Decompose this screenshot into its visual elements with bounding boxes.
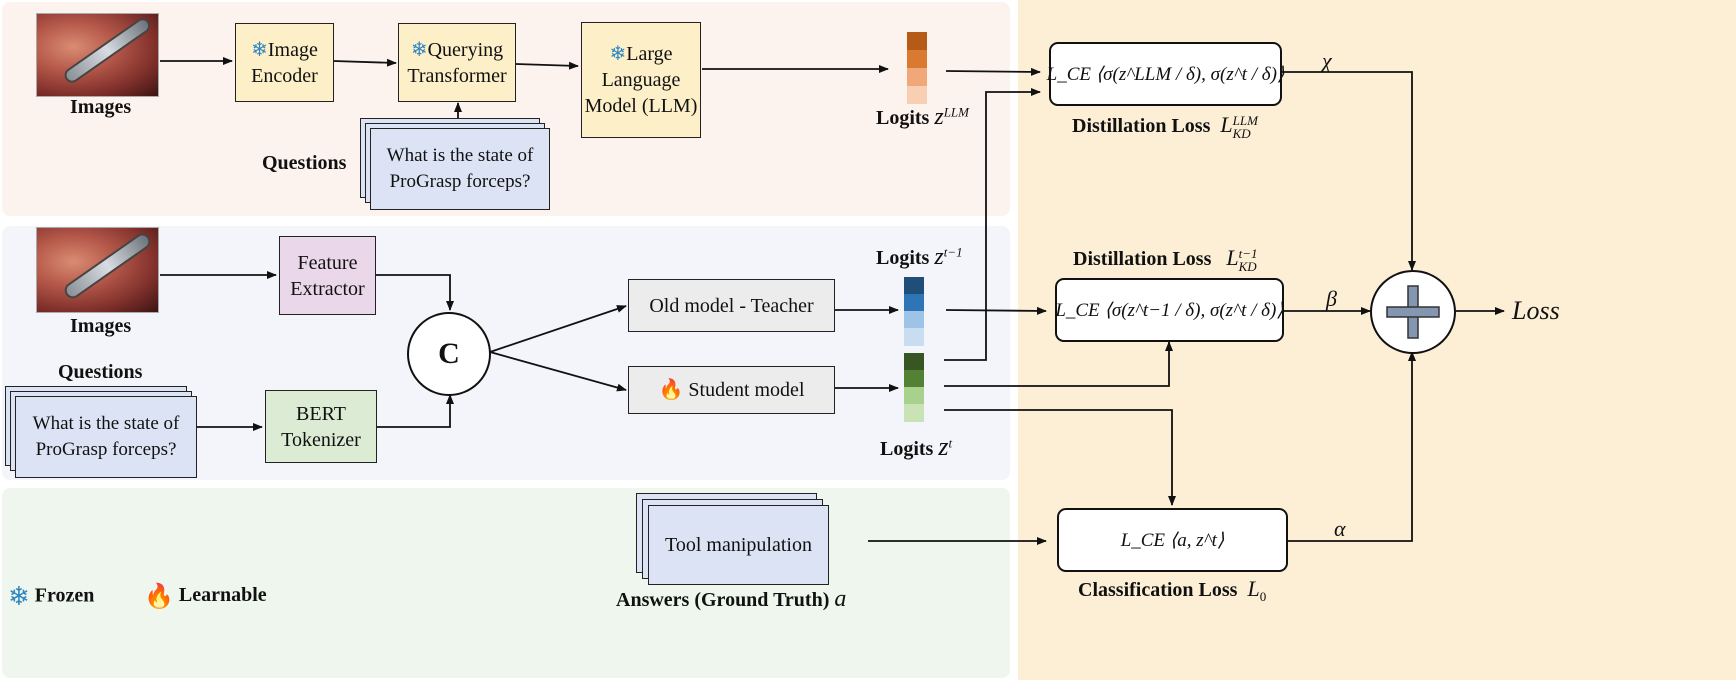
sum-node bbox=[1370, 270, 1456, 354]
teacher-model-label: Old model - Teacher bbox=[649, 294, 814, 317]
questions-label-middle: Questions bbox=[58, 361, 143, 383]
loss-output-label: Loss bbox=[1512, 296, 1560, 325]
classification-loss-caption: Classification Loss L0 bbox=[1078, 576, 1267, 604]
distillation-loss-teacher-box: L_CE ⟨σ(z^t−1 / δ), σ(z^t / δ)⟩ bbox=[1055, 278, 1284, 342]
bert-tokenizer-block: BERT Tokenizer bbox=[265, 390, 377, 463]
question-stack-top: What is the state of ProGrasp forceps? bbox=[360, 118, 550, 210]
bert-tokenizer-label: BERT Tokenizer bbox=[281, 402, 361, 451]
classification-loss-box: L_CE ⟨a, z^t⟩ bbox=[1057, 508, 1288, 572]
surgical-image-stack-top bbox=[36, 13, 159, 97]
student-model-block: 🔥 Student model bbox=[628, 366, 835, 414]
legend-frozen: ❄ Frozen bbox=[8, 582, 95, 611]
classification-loss-formula: L_CE ⟨a, z^t⟩ bbox=[1120, 529, 1225, 551]
logit-cell bbox=[904, 311, 924, 329]
weight-beta: β bbox=[1326, 286, 1337, 311]
student-model-label: Student model bbox=[688, 379, 805, 401]
logit-cell bbox=[904, 387, 924, 405]
logit-cell bbox=[907, 32, 927, 50]
distillation-loss-teacher-formula: L_CE ⟨σ(z^t−1 / δ), σ(z^t / δ)⟩ bbox=[1055, 299, 1284, 321]
querying-transformer-block: ❄Querying Transformer bbox=[398, 23, 516, 102]
images-label-middle: Images bbox=[70, 315, 132, 337]
image-encoder-label: Image Encoder bbox=[251, 38, 318, 87]
logit-cell bbox=[904, 277, 924, 295]
teacher-model-block: Old model - Teacher bbox=[628, 279, 835, 332]
logit-cell bbox=[904, 404, 924, 422]
bottom-panel bbox=[2, 488, 1010, 678]
logit-cell bbox=[907, 86, 927, 104]
llm-block: ❄Large Language Model (LLM) bbox=[581, 22, 701, 138]
logit-cell bbox=[904, 370, 924, 388]
concat-label: C bbox=[438, 337, 460, 370]
logits-llm-caption: Logits zLLM bbox=[876, 104, 969, 130]
image-encoder-block: ❄Image Encoder bbox=[235, 23, 334, 102]
question-text-top: What is the state of ProGrasp forceps? bbox=[386, 145, 534, 192]
flame-icon: 🔥 bbox=[658, 379, 684, 401]
question-stack-middle: What is the state of ProGrasp forceps? bbox=[5, 386, 197, 478]
surgical-image-stack-middle bbox=[36, 227, 159, 313]
answer-text: Tool manipulation bbox=[665, 534, 812, 556]
snowflake-icon: ❄ bbox=[410, 38, 428, 61]
logit-cell bbox=[904, 294, 924, 312]
weight-alpha: α bbox=[1334, 516, 1346, 541]
feature-extractor-label: Feature Extractor bbox=[290, 251, 365, 300]
questions-label-top: Questions bbox=[262, 152, 347, 174]
answer-stack: Tool manipulation bbox=[636, 493, 829, 585]
concat-node: C bbox=[407, 312, 491, 396]
logit-cell bbox=[907, 50, 927, 68]
snowflake-icon: ❄ bbox=[251, 38, 268, 61]
querying-transformer-label: Querying Transformer bbox=[407, 38, 507, 87]
legend-learnable: 🔥 Learnable bbox=[144, 584, 267, 610]
flame-icon: 🔥 bbox=[144, 584, 174, 610]
feature-extractor-block: Feature Extractor bbox=[279, 236, 376, 315]
distillation-loss-llm-box: L_CE ⟨σ(z^LLM / δ), σ(z^t / δ)⟩ bbox=[1046, 42, 1285, 106]
snowflake-icon: ❄ bbox=[609, 43, 627, 65]
images-label-top: Images bbox=[70, 96, 132, 118]
plus-icon bbox=[1386, 285, 1440, 339]
answers-caption: Answers (Ground Truth) a bbox=[616, 586, 847, 612]
llm-label: Large Language Model (LLM) bbox=[584, 43, 698, 117]
logits-teacher-caption: Logits zt−1 bbox=[876, 244, 963, 270]
logit-cell bbox=[904, 353, 924, 371]
weight-chi: χ bbox=[1322, 48, 1332, 73]
logit-cell bbox=[907, 68, 927, 86]
logits-student-caption: Logits zt bbox=[880, 432, 953, 461]
snowflake-icon: ❄ bbox=[8, 582, 30, 611]
logit-cell bbox=[904, 328, 924, 346]
distillation-loss-llm-formula: L_CE ⟨σ(z^LLM / δ), σ(z^t / δ)⟩ bbox=[1046, 63, 1285, 85]
question-text-middle: What is the state of ProGrasp forceps? bbox=[32, 413, 180, 460]
